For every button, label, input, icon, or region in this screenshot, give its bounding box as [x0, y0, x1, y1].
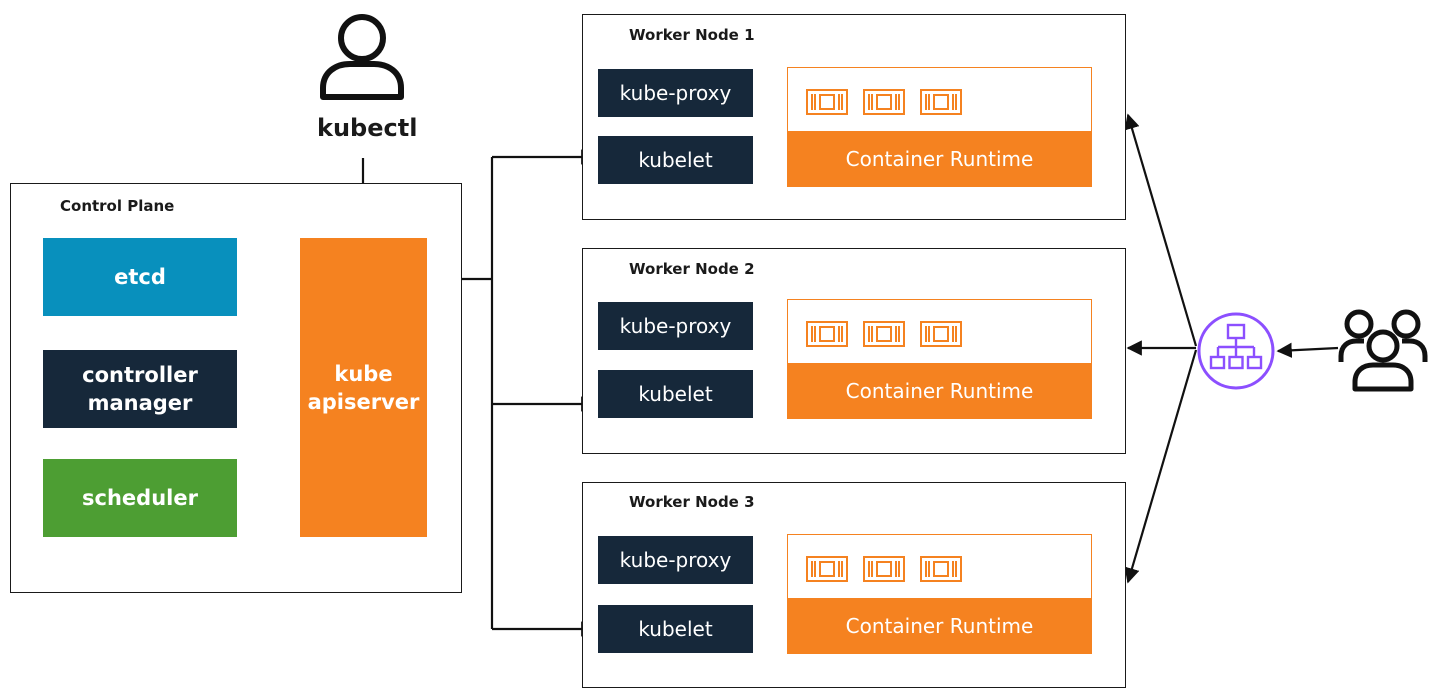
load-balancer-icon — [1197, 312, 1275, 390]
container-chips-3 — [805, 555, 963, 583]
control-plane-title: Control Plane — [60, 197, 175, 215]
container-runtime-2[interactable]: Container Runtime — [787, 299, 1092, 419]
container-chip-icon — [920, 556, 962, 582]
container-chip-icon — [920, 321, 962, 347]
kube-apiserver-label: kube apiserver — [307, 361, 420, 414]
kube-proxy-label-1: kube-proxy — [619, 81, 732, 105]
container-chips-2 — [805, 320, 963, 348]
kubelet-box-3[interactable]: kubelet — [598, 605, 753, 653]
controller-manager-label: controller manager — [82, 363, 198, 415]
controller-manager-box[interactable]: controller manager — [43, 350, 237, 428]
container-chip-icon — [863, 556, 905, 582]
container-runtime-label-2: Container Runtime — [788, 363, 1091, 418]
load-balancer[interactable] — [1196, 311, 1276, 391]
kubelet-label-1: kubelet — [638, 148, 713, 172]
kube-proxy-box-2[interactable]: kube-proxy — [598, 302, 753, 350]
container-chip-icon — [806, 556, 848, 582]
etcd-box[interactable]: etcd — [43, 238, 237, 316]
lb-to-node-1-arrow — [1124, 113, 1198, 347]
container-chip-icon — [920, 89, 962, 115]
users-group — [1338, 306, 1428, 392]
container-chip-icon — [806, 321, 848, 347]
scheduler-label: scheduler — [82, 486, 198, 510]
kube-proxy-label-2: kube-proxy — [619, 314, 732, 338]
worker-node-1-title: Worker Node 1 — [629, 26, 755, 44]
worker-node-2-title: Worker Node 2 — [629, 260, 755, 278]
worker-node-3-title: Worker Node 3 — [629, 493, 755, 511]
user-icon — [320, 14, 404, 100]
kube-apiserver-box[interactable]: kube apiserver — [300, 238, 427, 537]
kube-proxy-box-1[interactable]: kube-proxy — [598, 69, 753, 117]
container-runtime-3[interactable]: Container Runtime — [787, 534, 1092, 654]
container-chip-icon — [863, 321, 905, 347]
container-runtime-label-1: Container Runtime — [788, 131, 1091, 186]
container-runtime-1[interactable]: Container Runtime — [787, 67, 1092, 187]
kube-proxy-label-3: kube-proxy — [619, 548, 732, 572]
kubelet-label-3: kubelet — [638, 617, 713, 641]
container-runtime-label-3: Container Runtime — [788, 598, 1091, 653]
kubectl-label: kubectl — [317, 114, 418, 142]
kube-proxy-box-3[interactable]: kube-proxy — [598, 536, 753, 584]
scheduler-box[interactable]: scheduler — [43, 459, 237, 537]
container-chips-1 — [805, 88, 963, 116]
kubectl-user — [314, 8, 410, 148]
etcd-label: etcd — [114, 265, 166, 289]
kubelet-box-1[interactable]: kubelet — [598, 136, 753, 184]
lb-to-node-3-arrow — [1124, 349, 1198, 584]
kubelet-box-2[interactable]: kubelet — [598, 370, 753, 418]
kubelet-label-2: kubelet — [638, 382, 713, 406]
container-chip-icon — [863, 89, 905, 115]
users-group-icon — [1338, 309, 1428, 392]
users-to-lb-arrow — [1276, 342, 1339, 358]
container-chip-icon — [806, 89, 848, 115]
